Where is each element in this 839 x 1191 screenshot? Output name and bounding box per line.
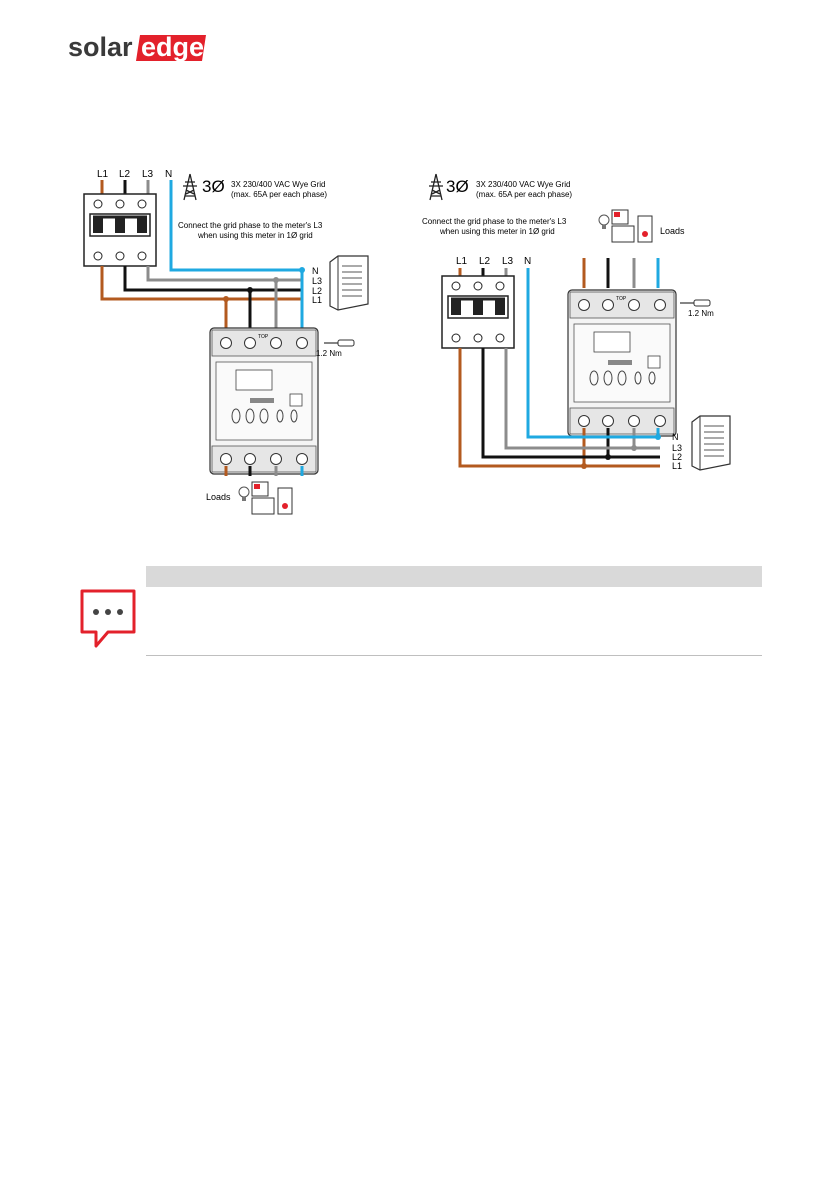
wiring-diagram: L1 L2 L3 N N L3 L2 L1 TOP: [82, 169, 731, 515]
left-loads-icon: [238, 481, 293, 515]
right-note-line1: Connect the grid phase to the meter's L3: [422, 217, 567, 226]
left-note-line2: when using this meter in 1Ø grid: [197, 231, 313, 240]
note-header-bar: [146, 566, 762, 587]
right-grid-title: 3X 230/400 VAC Wye Grid: [476, 180, 571, 189]
logo-text-edge: edge: [141, 32, 204, 62]
left-meter-top-label: TOP: [258, 334, 269, 340]
right-loads-icon: [598, 209, 653, 243]
right-loads-label: Loads: [660, 226, 685, 236]
note-bottom-rule: [146, 655, 762, 656]
left-tower-icon: [182, 173, 198, 201]
left-breaker: [82, 192, 158, 268]
right-torque-label: 1.2 Nm: [688, 309, 714, 318]
right-bus-label-l3: L3: [672, 443, 682, 453]
left-meter: [209, 327, 319, 475]
right-bus-label-n: N: [672, 432, 679, 442]
left-phase-label-l1: L1: [97, 169, 109, 180]
left-phase-label-l3: L3: [142, 169, 154, 180]
left-bus-label-l2: L2: [312, 286, 322, 296]
left-bus-label-l1: L1: [312, 295, 322, 305]
right-meter-top-label: TOP: [616, 296, 627, 302]
left-bus-label-n: N: [312, 266, 319, 276]
left-diagram: L1 L2 L3 N N L3 L2 L1 TOP: [82, 169, 369, 515]
right-phase-label-l2: L2: [479, 256, 491, 267]
right-screwdriver-icon: [679, 299, 711, 307]
left-phase-label-l2: L2: [119, 169, 131, 180]
right-phase-label-n: N: [524, 256, 531, 267]
right-phase-label-l1: L1: [456, 256, 468, 267]
left-note-line1: Connect the grid phase to the meter's L3: [178, 221, 323, 230]
left-screwdriver-icon: [323, 339, 355, 347]
left-grid-symbol: 3Ø: [202, 177, 225, 196]
left-grid-title: 3X 230/400 VAC Wye Grid: [231, 180, 326, 189]
logo-edge-badge: [136, 35, 206, 61]
logo-text-solar: solar: [68, 32, 133, 62]
right-grid-symbol: 3Ø: [446, 177, 469, 196]
left-grid-subtitle: (max. 65A per each phase): [231, 190, 327, 199]
left-phase-label-n: N: [165, 169, 172, 180]
left-bus-label-l3: L3: [312, 276, 322, 286]
right-inverter-icon: [691, 415, 731, 471]
right-bus-label-l2: L2: [672, 452, 682, 462]
left-loads-label: Loads: [206, 492, 231, 502]
right-breaker: [440, 274, 516, 350]
right-phase-label-l3: L3: [502, 256, 514, 267]
right-meter: [567, 289, 677, 437]
left-torque-label: 1.2 Nm: [316, 349, 342, 358]
right-diagram: 3Ø 3X 230/400 VAC Wye Grid (max. 65A per…: [422, 173, 731, 471]
right-bus-label-l1: L1: [672, 461, 682, 471]
right-tower-icon: [428, 173, 444, 201]
right-note-line2: when using this meter in 1Ø grid: [439, 227, 555, 236]
speech-bubble-ellipsis-icon: [80, 589, 136, 648]
left-inverter-icon: [329, 255, 369, 311]
right-grid-subtitle: (max. 65A per each phase): [476, 190, 572, 199]
solaredge-logo: solar edge: [68, 32, 208, 64]
